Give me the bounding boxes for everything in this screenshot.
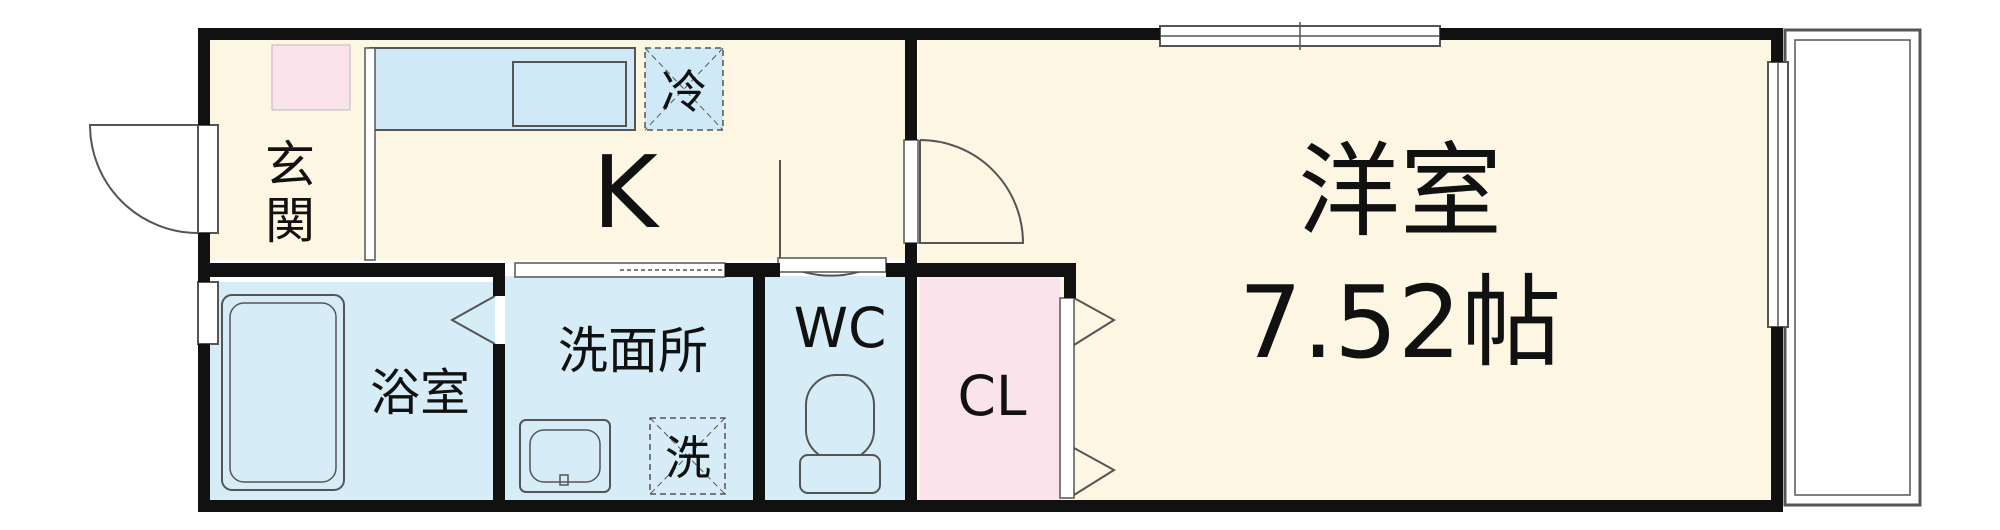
closet-door-frame: [1059, 297, 1075, 499]
shoe-box: [271, 44, 351, 111]
room-label-bath: 浴室: [370, 364, 470, 422]
walls: [198, 28, 1783, 512]
kitchen-passage: [364, 47, 376, 261]
balcony: [1783, 28, 1922, 507]
closet-door-fold: [1073, 297, 1116, 346]
room-label-western: 洋室: [1298, 133, 1502, 252]
entrance-door-frame: [197, 124, 219, 234]
toilet-bowl: [805, 374, 875, 461]
room-label-entrance-1: 玄: [265, 136, 315, 194]
kitchen-counter: [369, 47, 636, 131]
wash-basin: [519, 419, 611, 493]
fridge-diagonal: [644, 47, 724, 131]
washer-label: 洗: [665, 431, 711, 485]
balcony-inner: [1794, 39, 1911, 496]
closet-door-fold: [1073, 447, 1116, 496]
fridge-label: 冷: [661, 65, 707, 119]
closet-floor: [920, 276, 1060, 500]
western-door-frame: [903, 139, 919, 244]
toilet-door-sill: [777, 257, 887, 273]
room-label-washroom: 洗面所: [558, 322, 708, 380]
room-label-entrance-2: 関: [265, 192, 315, 250]
bath-window: [197, 281, 219, 345]
bathtub: [221, 294, 345, 491]
room-area-western: 7.52帖: [1239, 264, 1562, 381]
room-label-kitchen: K: [592, 134, 660, 251]
room-label-toilet: WC: [794, 296, 887, 360]
wash-basin-bowl: [529, 429, 601, 483]
entrance-door-swing: [88, 124, 199, 234]
washer-diagonal: [649, 417, 726, 495]
faucet: [559, 474, 569, 486]
toilet-tank: [799, 454, 881, 494]
western-door-swing: [919, 139, 1025, 244]
kitchen-sink: [512, 61, 627, 127]
room-label-closet: CL: [957, 364, 1026, 428]
fridge-diagonal: [644, 47, 724, 131]
bathtub-inner: [229, 302, 337, 483]
bath-door-fold: [449, 295, 496, 345]
